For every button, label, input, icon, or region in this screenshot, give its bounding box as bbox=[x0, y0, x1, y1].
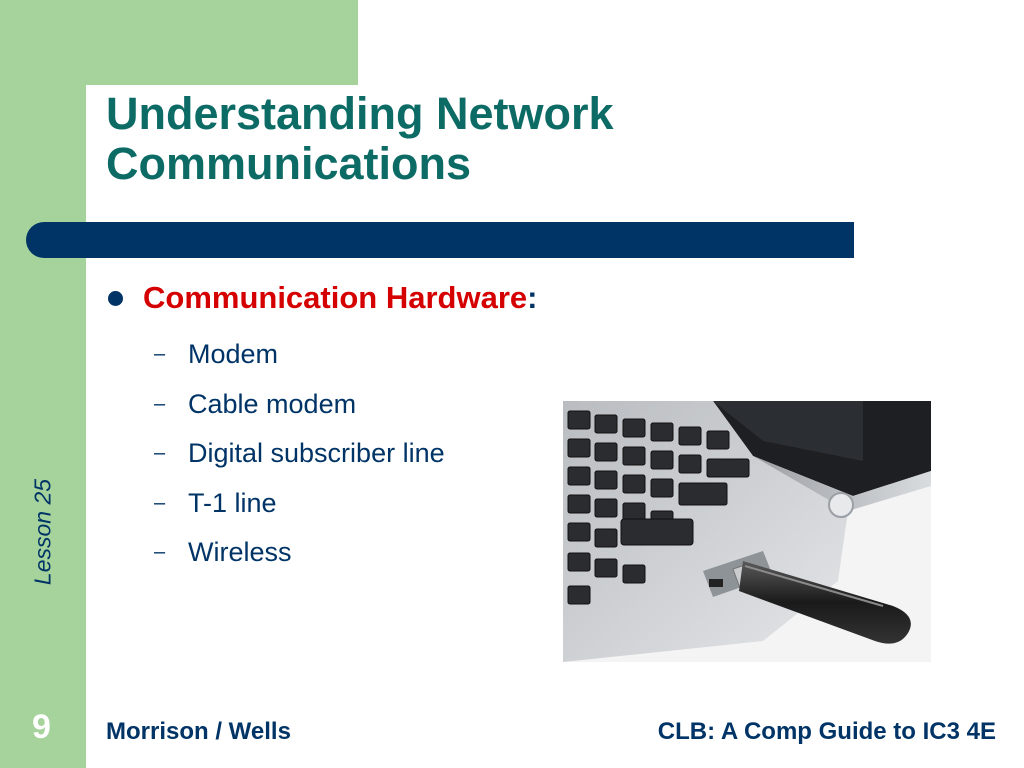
list-item-text: T-1 line bbox=[188, 487, 277, 518]
main-bullet-label: Communication Hardware bbox=[143, 280, 528, 315]
left-green-band bbox=[0, 0, 86, 768]
footer-book-title: CLB: A Comp Guide to IC3 4E bbox=[657, 718, 996, 745]
list-item-text: Modem bbox=[188, 339, 279, 370]
title-rule-bar bbox=[26, 222, 854, 258]
bullet-dot-icon bbox=[108, 290, 123, 306]
list-item: –Modem bbox=[154, 330, 445, 380]
top-green-band bbox=[86, 0, 358, 85]
main-bullet-colon: : bbox=[527, 280, 538, 315]
laptop-usb-modem-photo bbox=[563, 401, 931, 662]
list-item-text: Digital subscriber line bbox=[188, 438, 445, 469]
dash-icon: – bbox=[154, 541, 166, 564]
title-line-2: Communications bbox=[106, 138, 472, 189]
lesson-label: Lesson 25 bbox=[29, 478, 56, 586]
list-item-text: Wireless bbox=[188, 537, 292, 568]
page-number: 9 bbox=[32, 708, 51, 746]
footer-authors: Morrison / Wells bbox=[106, 718, 291, 745]
main-bullet: Communication Hardware: bbox=[108, 278, 537, 318]
title-line-1: Understanding Network bbox=[106, 88, 614, 139]
dash-icon: – bbox=[154, 491, 166, 514]
dash-icon: – bbox=[154, 442, 166, 465]
list-item-text: Cable modem bbox=[188, 388, 357, 419]
list-item: –T-1 line bbox=[154, 479, 445, 529]
laptop-illustration bbox=[563, 401, 931, 662]
dash-icon: – bbox=[154, 392, 166, 415]
list-item: –Cable modem bbox=[154, 380, 445, 430]
main-bullet-text: Communication Hardware: bbox=[143, 280, 537, 316]
slide-title: Understanding Network Communications bbox=[106, 89, 806, 189]
dash-icon: – bbox=[154, 343, 166, 366]
sub-bullet-list: –Modem –Cable modem –Digital subscriber … bbox=[154, 330, 445, 578]
list-item: –Wireless bbox=[154, 528, 445, 578]
list-item: –Digital subscriber line bbox=[154, 429, 445, 479]
